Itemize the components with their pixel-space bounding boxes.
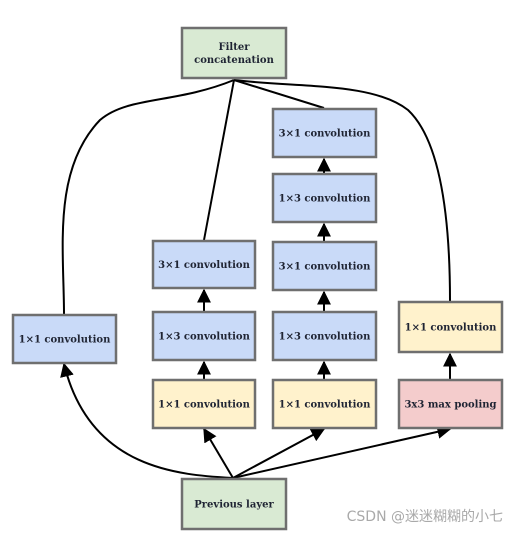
- branch2-conv-1x1-box-label: 1×1 convolution: [158, 400, 250, 411]
- branch3-conv-3x1-upper-box: 3×1 convolution: [271, 107, 378, 159]
- branch3-conv-1x3-lower-box-label: 1×3 convolution: [279, 332, 371, 343]
- watermark: CSDN @迷迷糊糊的小七: [346, 509, 503, 525]
- branch3-conv-1x3-lower-box-rect: [271, 310, 378, 362]
- branch3-conv-3x1-upper-box-rect: [271, 107, 378, 159]
- edge-prev-to-branch4: [232, 424, 452, 479]
- branch4-max-pooling-box-label: 3x3 max pooling: [404, 400, 496, 411]
- edge-prev-to-branch3: [232, 428, 326, 479]
- branch1-conv-1x1-box: 1×1 convolution: [11, 313, 118, 365]
- edge-prev-to-branch2: [203, 427, 234, 479]
- previous-layer-box: Previous layer: [180, 477, 288, 531]
- branch4-max-pooling-box-rect: [397, 378, 504, 430]
- edge-prev-to-branch1: [60, 362, 234, 479]
- branch3-conv-1x3-upper-box-rect: [271, 172, 378, 224]
- filter-concatenation-box-label: concatenation: [194, 55, 274, 66]
- branch3-conv-1x3-upper-box: 1×3 convolution: [271, 172, 378, 224]
- branch2-conv-1x3-box-label: 1×3 convolution: [158, 332, 250, 343]
- branch3-conv-3x1-lower-box-label: 3×1 convolution: [279, 262, 371, 273]
- branch2-conv-1x3-box-rect: [151, 310, 257, 362]
- branch4-max-pooling-box: 3x3 max pooling: [397, 378, 504, 430]
- branch4-conv-1x1-box-rect: [397, 300, 504, 354]
- branch2-conv-1x1-box: 1×1 convolution: [151, 378, 257, 430]
- edge-branch2-to-concat: [203, 79, 235, 241]
- edge-branch4-to-concat: [233, 79, 451, 302]
- branch2-conv-1x1-box-rect: [151, 378, 257, 430]
- branch1-conv-1x1-box-rect: [11, 313, 118, 365]
- filter-concatenation-box-rect: [180, 26, 288, 80]
- branch3-conv-1x3-lower-box: 1×3 convolution: [271, 310, 378, 362]
- edges: [60, 79, 457, 479]
- branch3-conv-1x1-box-rect: [271, 378, 378, 430]
- branch2-conv-1x3-box: 1×3 convolution: [151, 310, 257, 362]
- edge-branch3-to-concat: [233, 79, 325, 109]
- branch4-conv-1x1-box: 1×1 convolution: [397, 300, 504, 354]
- edge-branch1-to-concat: [61, 79, 235, 315]
- branch3-conv-1x1-box-label: 1×1 convolution: [279, 400, 371, 411]
- branch4-conv-1x1-box-label: 1×1 convolution: [405, 323, 497, 334]
- branch3-conv-1x1-box: 1×1 convolution: [271, 378, 378, 430]
- branch3-conv-3x1-lower-box-rect: [271, 240, 378, 292]
- filter-concatenation-box-label: Filter: [219, 42, 251, 53]
- branch2-conv-3x1-box-rect: [151, 239, 257, 290]
- branch3-conv-3x1-lower-box: 3×1 convolution: [271, 240, 378, 292]
- previous-layer-box-label: Previous layer: [194, 500, 274, 511]
- filter-concatenation-box: Filter concatenation: [180, 26, 288, 80]
- branch1-conv-1x1-box-label: 1×1 convolution: [19, 335, 111, 346]
- nodes: Filter concatenation Previous layer 1×1 c…: [11, 26, 504, 531]
- previous-layer-box-rect: [180, 477, 288, 531]
- branch3-conv-3x1-upper-box-label: 3×1 convolution: [279, 129, 371, 140]
- branch2-conv-3x1-box: 3×1 convolution: [151, 239, 257, 290]
- branch2-conv-3x1-box-label: 3×1 convolution: [158, 260, 250, 271]
- branch3-conv-1x3-upper-box-label: 1×3 convolution: [279, 194, 371, 205]
